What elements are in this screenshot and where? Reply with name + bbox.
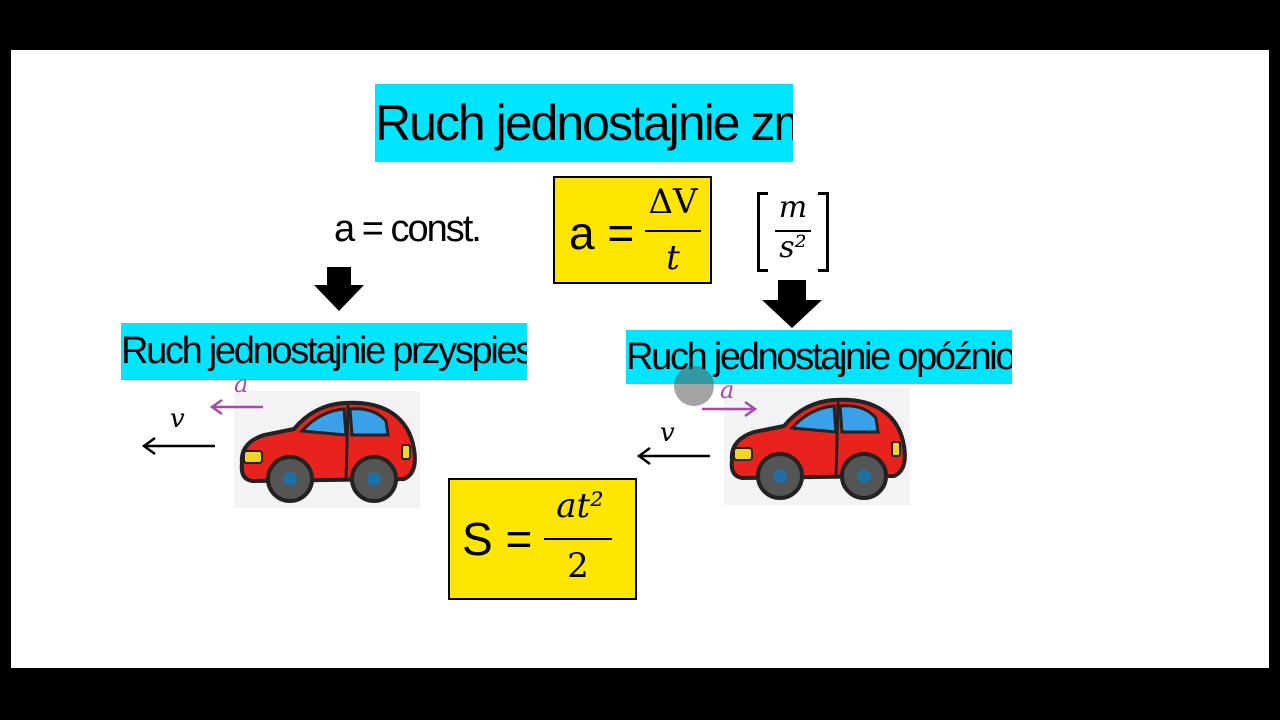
distance-formula: S = at² 2 (448, 478, 637, 600)
unit-denominator: s² (779, 230, 807, 265)
down-arrow-icon (762, 280, 822, 333)
car-image (724, 388, 910, 505)
velocity-vector-label: v (660, 418, 675, 448)
acceleration-formula: a = ΔV t (553, 176, 712, 284)
formula-lhs: S = (462, 513, 533, 565)
formula-numerator: ΔV (648, 182, 698, 222)
unit-bracket: m s² (755, 190, 831, 272)
title: Ruch jednostajnie zmienny (375, 84, 793, 162)
formula-denominator: 2 (567, 546, 589, 586)
left-heading: Ruch jednostajnie przyspieszony (121, 323, 527, 380)
formula-numerator: at² (556, 486, 604, 526)
car-image (234, 391, 420, 508)
const-label: a = const. (334, 208, 482, 250)
formula-denominator: t (666, 238, 680, 278)
acceleration-vector-label: a (234, 370, 249, 398)
acceleration-arrow-icon (700, 400, 758, 423)
formula-lhs: a = (569, 207, 635, 259)
velocity-arrow-icon (636, 446, 712, 471)
down-arrow-icon (314, 267, 364, 316)
right-heading: Ruch jednostajnie opóźniony (626, 330, 1012, 384)
unit-numerator: m (778, 190, 808, 225)
acceleration-arrow-icon (209, 398, 265, 421)
acceleration-vector-label: a (720, 376, 735, 404)
velocity-vector-label: v (170, 404, 185, 434)
cursor-highlight (674, 366, 714, 406)
velocity-arrow-icon (141, 436, 217, 461)
